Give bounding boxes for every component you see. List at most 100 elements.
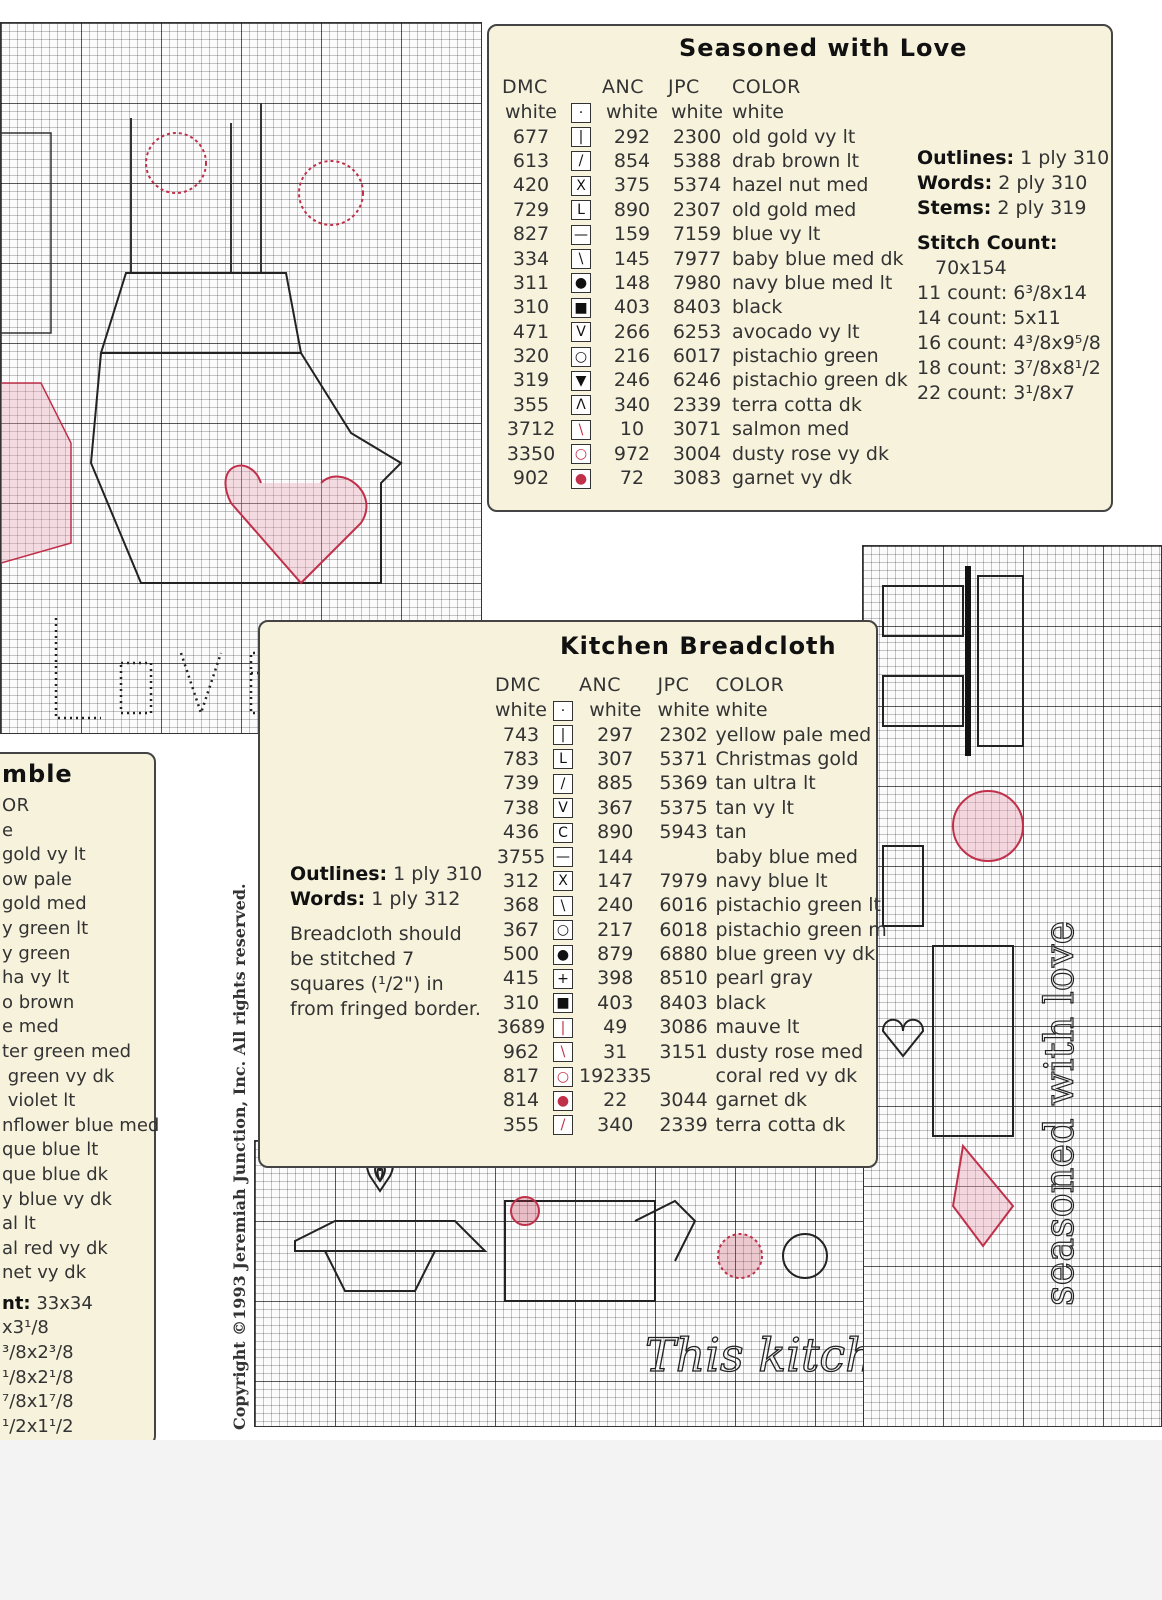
count-line-14: 14 count: 5x11 — [917, 307, 1061, 329]
anc-cell: 403 — [597, 991, 634, 1014]
jpc-cell: 8403 — [659, 991, 708, 1014]
left-list-item: e med — [2, 1016, 59, 1038]
seasoned-chart-grid — [0, 22, 482, 734]
jpc-cell: white — [671, 101, 723, 124]
symbol-cell: V — [550, 796, 576, 820]
anc-cell: 972 — [613, 442, 651, 465]
symbol-cell: · — [550, 698, 576, 722]
stitch-symbol: / — [553, 1115, 573, 1136]
stitch-symbol: ○ — [553, 920, 573, 941]
jpc-cell: 3086 — [659, 1016, 708, 1039]
left-list-item: ow pale — [2, 868, 72, 890]
jpc-cell: 5374 — [672, 174, 722, 197]
dmc-cell: 310 — [512, 296, 550, 319]
symbol-cell: ○ — [563, 441, 599, 465]
symbol-cell: — — [550, 844, 576, 868]
jpc-cell: 7977 — [672, 247, 722, 270]
stitch-symbol: ▼ — [571, 370, 591, 391]
symbol-cell: ▼ — [563, 368, 599, 392]
count-line-16: 16 count: 4³/8x9⁵/8 — [917, 332, 1101, 354]
color-name-cell: navy blue med lt — [732, 271, 893, 294]
anc-cell: 340 — [597, 1113, 634, 1136]
stitch-symbol: | — [571, 127, 591, 148]
stitch-symbol: \ — [553, 895, 573, 916]
color-name-cell: coral red vy dk — [715, 1065, 858, 1088]
symbol-cell: ● — [563, 466, 599, 490]
left-list-item: ha vy lt — [2, 967, 70, 989]
left-list-item: y green lt — [2, 917, 89, 939]
dmc-cell: 739 — [502, 772, 540, 795]
stitch-symbol: / — [571, 151, 591, 172]
anc-cell: 890 — [613, 198, 651, 221]
symbol-cell: \ — [550, 893, 576, 917]
anc-cell: 192335 — [579, 1065, 652, 1088]
symbol-cell: L — [563, 198, 599, 222]
color-name-cell: salmon med — [732, 418, 850, 441]
stitch-symbol: \ — [571, 419, 591, 440]
stitch-symbol: Λ — [571, 395, 591, 416]
stitch-symbol: C — [553, 822, 573, 843]
stitch-symbol: V — [553, 798, 573, 819]
header-color: COLOR — [732, 76, 801, 98]
anc-cell: 879 — [597, 943, 634, 966]
color-name-cell: pistachio green dk — [732, 369, 908, 392]
breadcloth-table-header-row: DMC ANC JPC COLOR — [492, 672, 890, 698]
left-list-item: y green — [2, 942, 71, 964]
seasoned-table-header-row: DMC ANC JPC COLOR — [499, 74, 911, 100]
left-list-item: e — [2, 819, 14, 841]
jpc-cell: 5371 — [659, 747, 708, 770]
stitch-symbol: X — [571, 175, 591, 196]
breadcloth-words-note: Words: 1 ply 312 — [290, 888, 461, 910]
stitch-symbol: | — [553, 1017, 573, 1038]
left-list-item: gold med — [2, 893, 87, 915]
right-chart-grid: seasoned with love — [862, 545, 1162, 1427]
dmc-cell: 311 — [512, 271, 550, 294]
anc-cell: 403 — [613, 296, 651, 319]
anc-cell: 340 — [613, 393, 651, 416]
dmc-cell: 817 — [502, 1065, 540, 1088]
jpc-cell: 3071 — [672, 418, 722, 441]
dmc-cell: 310 — [502, 991, 540, 1014]
jpc-cell: 6018 — [659, 918, 708, 941]
anc-cell: 159 — [613, 223, 651, 246]
words-note: Words: 2 ply 310 — [917, 172, 1088, 194]
symbol-cell: V — [563, 320, 599, 344]
symbol-cell: \ — [563, 417, 599, 441]
jpc-cell: 3044 — [659, 1089, 708, 1112]
stitch-symbol: ● — [571, 273, 591, 294]
color-name-cell: black — [715, 991, 766, 1014]
anc-cell: 22 — [603, 1089, 628, 1112]
anc-cell: white — [606, 101, 658, 124]
jpc-cell: white — [657, 699, 710, 722]
left-list-item: o brown — [2, 991, 75, 1013]
anc-cell: 854 — [613, 149, 651, 172]
jpc-cell — [655, 844, 713, 868]
stitch-symbol: · — [571, 102, 591, 123]
left-count-item: ⁷/8x1⁷/8 — [2, 1391, 74, 1413]
stitch-symbol: ● — [553, 1090, 573, 1111]
stitch-symbol: ○ — [571, 444, 591, 465]
header-color: COLOR — [715, 674, 785, 696]
jpc-cell: 3004 — [672, 442, 722, 465]
anc-cell: 246 — [613, 369, 651, 392]
stitch-symbol: ● — [571, 468, 591, 489]
left-list-item: ter green med — [2, 1040, 131, 1062]
color-name-cell: Christmas gold — [715, 747, 859, 770]
left-list-item: green vy dk — [2, 1065, 115, 1087]
this-kitchen-is-script: This kitchen is — [645, 1328, 863, 1382]
jpc-cell: 2307 — [672, 198, 722, 221]
anc-cell: 148 — [613, 271, 651, 294]
color-name-cell: garnet vy dk — [732, 467, 852, 490]
color-name-cell: terra cotta dk — [715, 1113, 846, 1136]
symbol-cell: | — [550, 1015, 576, 1039]
seasoned-key-panel: Seasoned with Love DMC ANC JPC COLOR whi… — [487, 24, 1113, 512]
